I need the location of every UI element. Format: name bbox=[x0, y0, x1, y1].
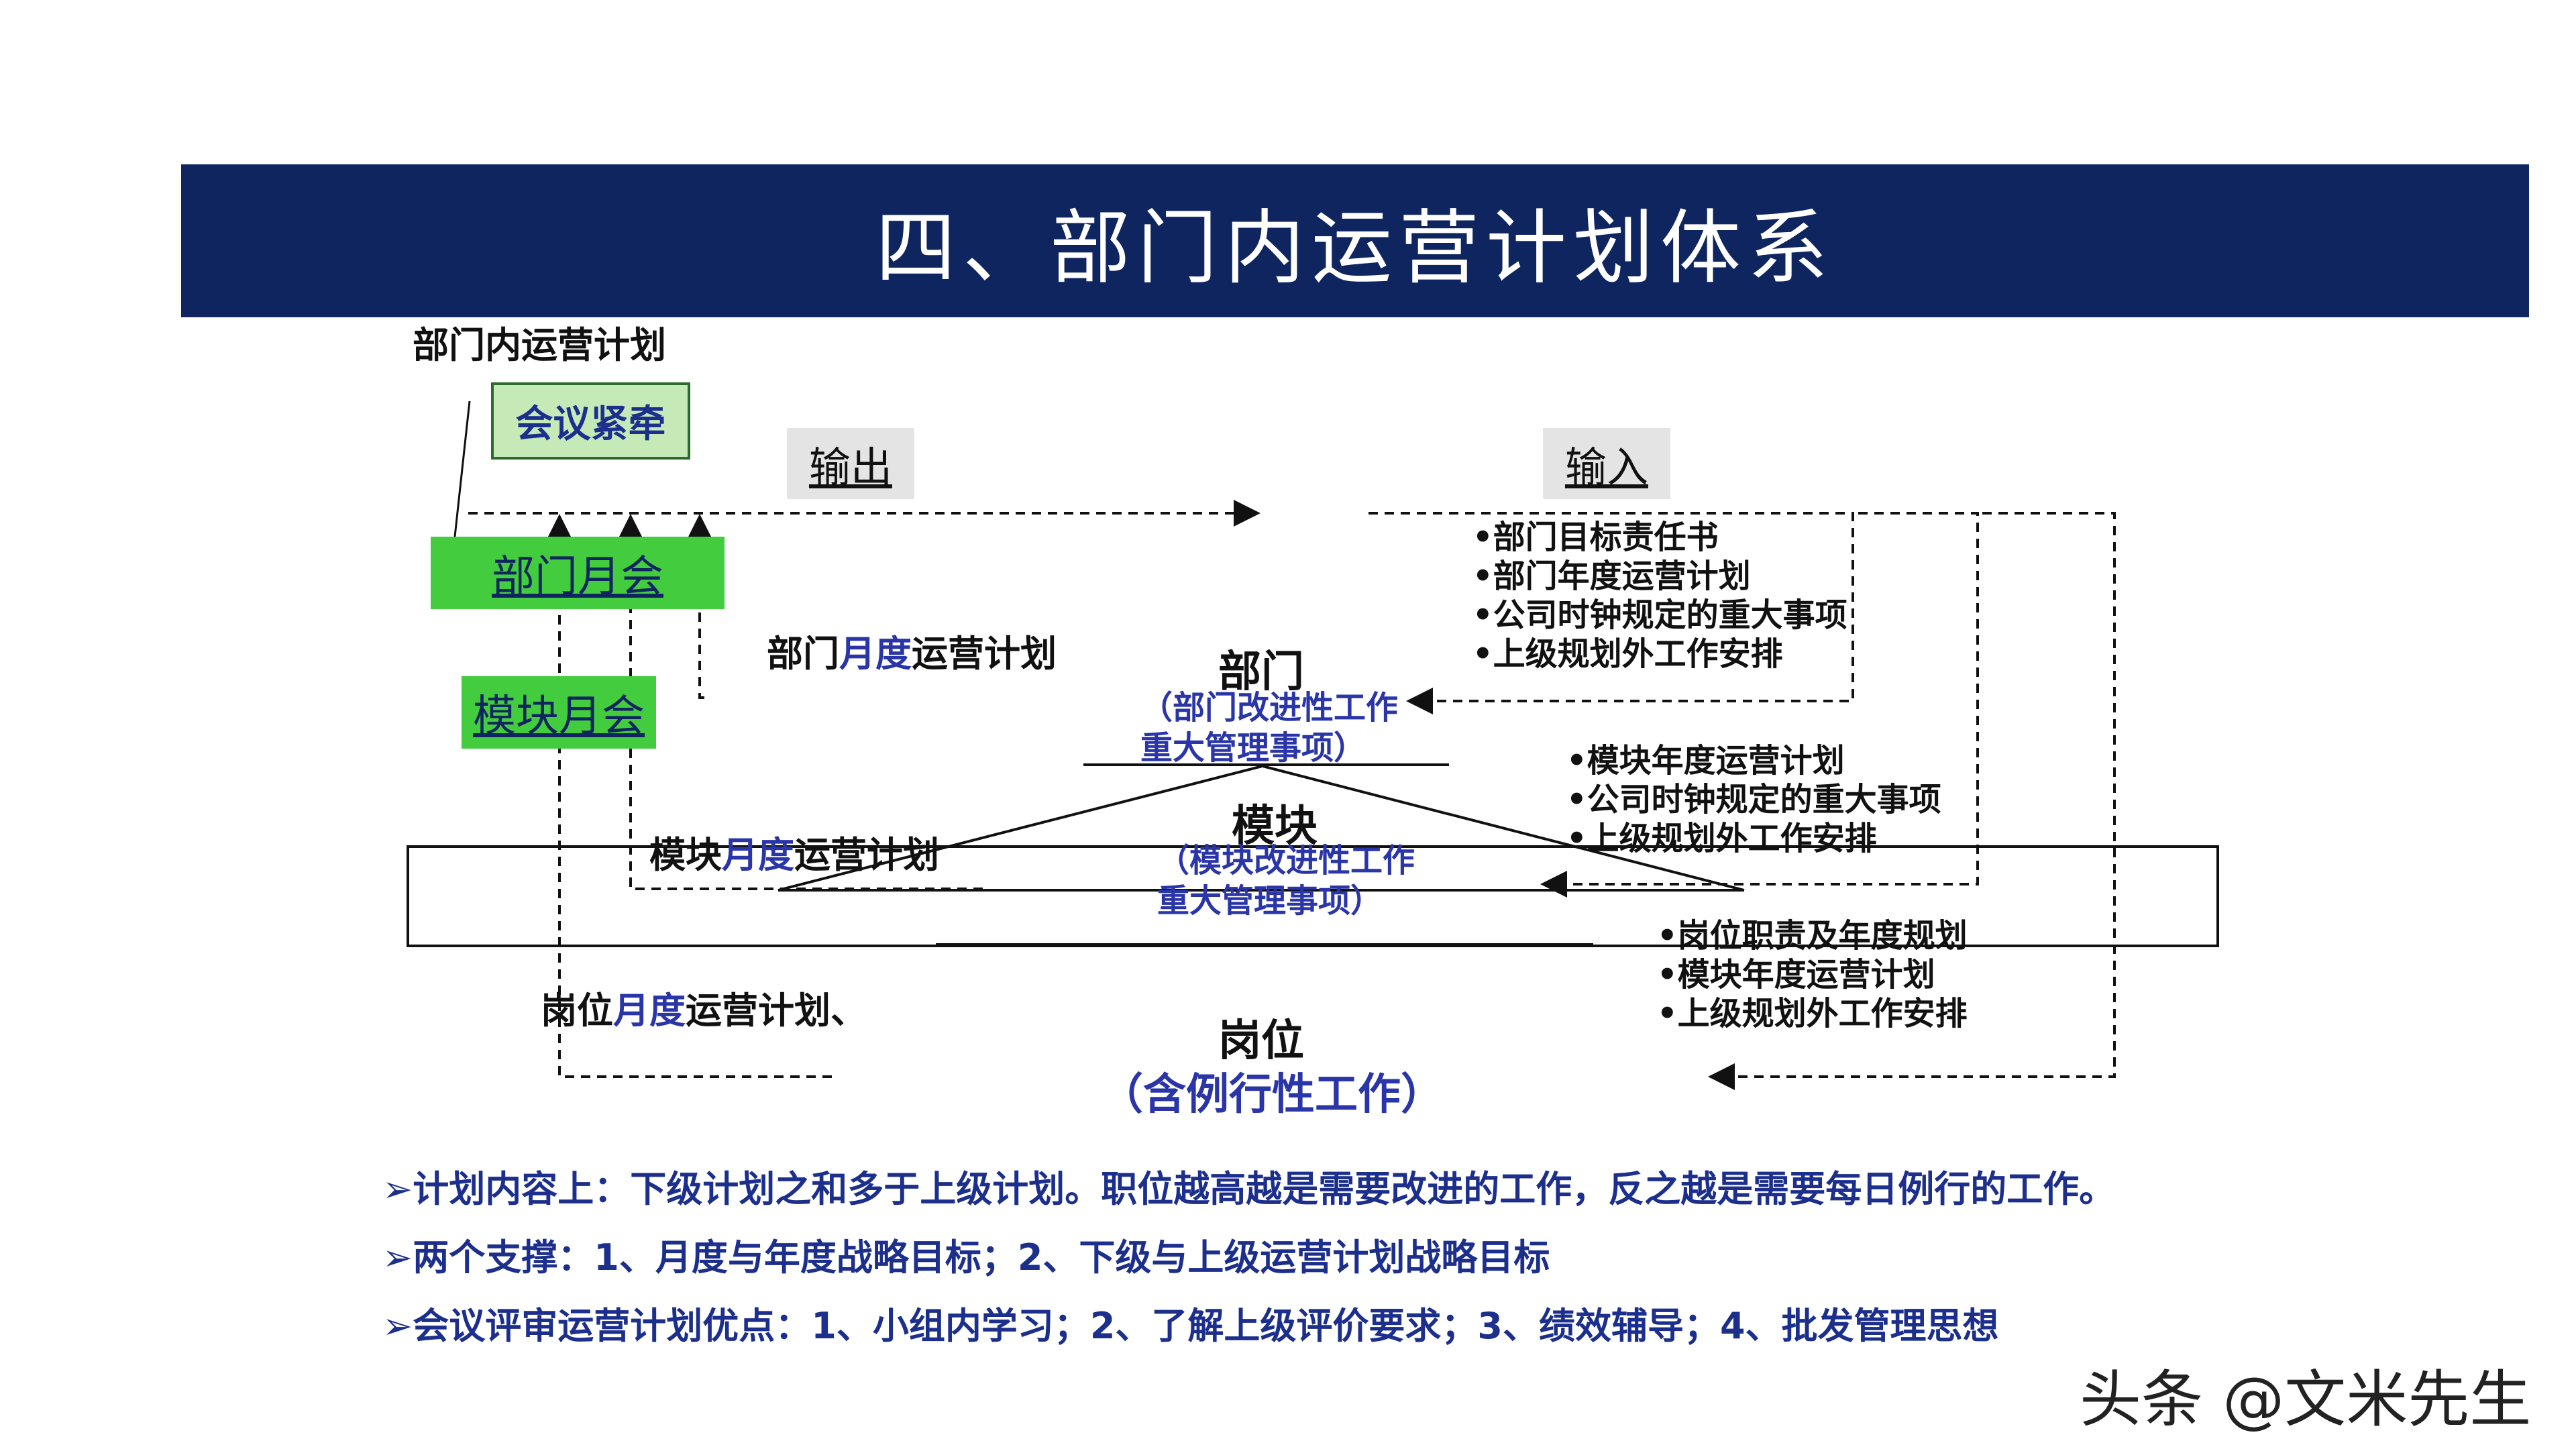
module-monthly-meeting-label: 模块月会 bbox=[473, 692, 645, 741]
list-item: •上级规划外工作安排 bbox=[1566, 820, 1877, 857]
watermark-text: 头条 @文米先生 bbox=[2080, 1364, 2532, 1436]
list-item: •上级规划外工作安排 bbox=[1472, 635, 1783, 673]
dept-node-sub2: 重大管理事项） bbox=[1140, 729, 1366, 767]
list-item: •上级规划外工作安排 bbox=[1657, 995, 1968, 1032]
position-plan-highlight: 月度 bbox=[613, 989, 686, 1032]
triangle-right-edge bbox=[1262, 765, 1745, 892]
list-item: •模块年度运营计划 bbox=[1657, 956, 1935, 994]
position-monthly-plan-label: 岗位月度运营计划、 bbox=[541, 981, 867, 1034]
list-item: •部门目标责任书 bbox=[1472, 519, 1719, 556]
list-item: •公司时钟规定的重大事项 bbox=[1472, 596, 1847, 634]
dept-plan-highlight: 月度 bbox=[839, 633, 912, 675]
module-monthly-meeting-box: 模块月会 bbox=[462, 676, 656, 749]
dept-node-title: 部门 bbox=[1218, 647, 1304, 697]
dept-input-list: •部门目标责任书 •部门年度运营计划 •公司时钟规定的重大事项 •上级规划外工作… bbox=[1472, 518, 1847, 674]
module-plan-highlight: 月度 bbox=[722, 834, 794, 876]
module-plan-upline bbox=[617, 514, 983, 890]
dept-monthly-meeting-label: 部门月会 bbox=[492, 552, 663, 602]
module-plan-prefix: 模块 bbox=[649, 834, 722, 876]
module-plan-suffix: 运营计划 bbox=[794, 834, 939, 876]
output-label: 输出 bbox=[787, 428, 914, 499]
module-node-title: 模块 bbox=[1232, 802, 1318, 851]
dept-input-loop bbox=[1368, 512, 1854, 714]
note-item: ➢计划内容上：下级计划之和多于上级计划。职位越高越是需要改进的工作，反之越是需要… bbox=[382, 1168, 2116, 1210]
meeting-link-box: 会议紧牵 bbox=[491, 382, 690, 460]
list-item: •部门年度运营计划 bbox=[1472, 557, 1751, 595]
dept-monthly-plan-label: 部门月度运营计划 bbox=[767, 624, 1057, 677]
section-label: 部门内运营计划 bbox=[413, 324, 666, 366]
position-input-loop bbox=[1708, 512, 2116, 1090]
position-plan-prefix: 岗位 bbox=[541, 989, 613, 1032]
module-node-sub2: 重大管理事项） bbox=[1157, 882, 1383, 920]
position-input-list: •岗位职责及年度规划 •模块年度运营计划 •上级规划外工作安排 bbox=[1657, 916, 1968, 1033]
list-item: •模块年度运营计划 bbox=[1566, 742, 1845, 780]
page-title: 四、部门内运营计划体系 bbox=[875, 202, 1835, 295]
module-input-list: •模块年度运营计划 •公司时钟规定的重大事项 •上级规划外工作安排 bbox=[1566, 741, 1941, 858]
module-node-sub1: （模块改进性工作 bbox=[1157, 842, 1415, 879]
dept-plan-suffix: 运营计划 bbox=[912, 633, 1057, 675]
position-plan-suffix: 运营计划、 bbox=[686, 989, 867, 1032]
input-label: 输入 bbox=[1543, 428, 1670, 499]
list-item: •岗位职责及年度规划 bbox=[1657, 917, 1968, 955]
note-item: ➢两个支撑：1、月度与年度战略目标；2、下级与上级运营计划战略目标 bbox=[382, 1236, 1550, 1279]
triangle-left-edge bbox=[777, 765, 1263, 892]
dept-monthly-meeting-box: 部门月会 bbox=[431, 537, 724, 609]
position-node-title: 岗位 bbox=[1218, 1016, 1304, 1066]
list-item: •公司时钟规定的重大事项 bbox=[1566, 781, 1941, 818]
position-node-sub1: （含例行性工作） bbox=[1100, 1070, 1444, 1120]
notes-block: ➢计划内容上：下级计划之和多于上级计划。职位越高越是需要改进的工作，反之越是需要… bbox=[382, 1155, 2115, 1360]
note-item: ➢会议评审运营计划优点：1、小组内学习；2、了解上级评价要求；3、绩效辅导；4、… bbox=[382, 1305, 1999, 1347]
title-banner: 四、部门内运营计划体系 bbox=[181, 164, 2529, 317]
module-monthly-plan-label: 模块月度运营计划 bbox=[649, 825, 939, 878]
dept-plan-prefix: 部门 bbox=[767, 633, 839, 675]
dept-node-sub1: （部门改进性工作 bbox=[1140, 689, 1399, 727]
dept-plan-upline bbox=[686, 514, 713, 699]
